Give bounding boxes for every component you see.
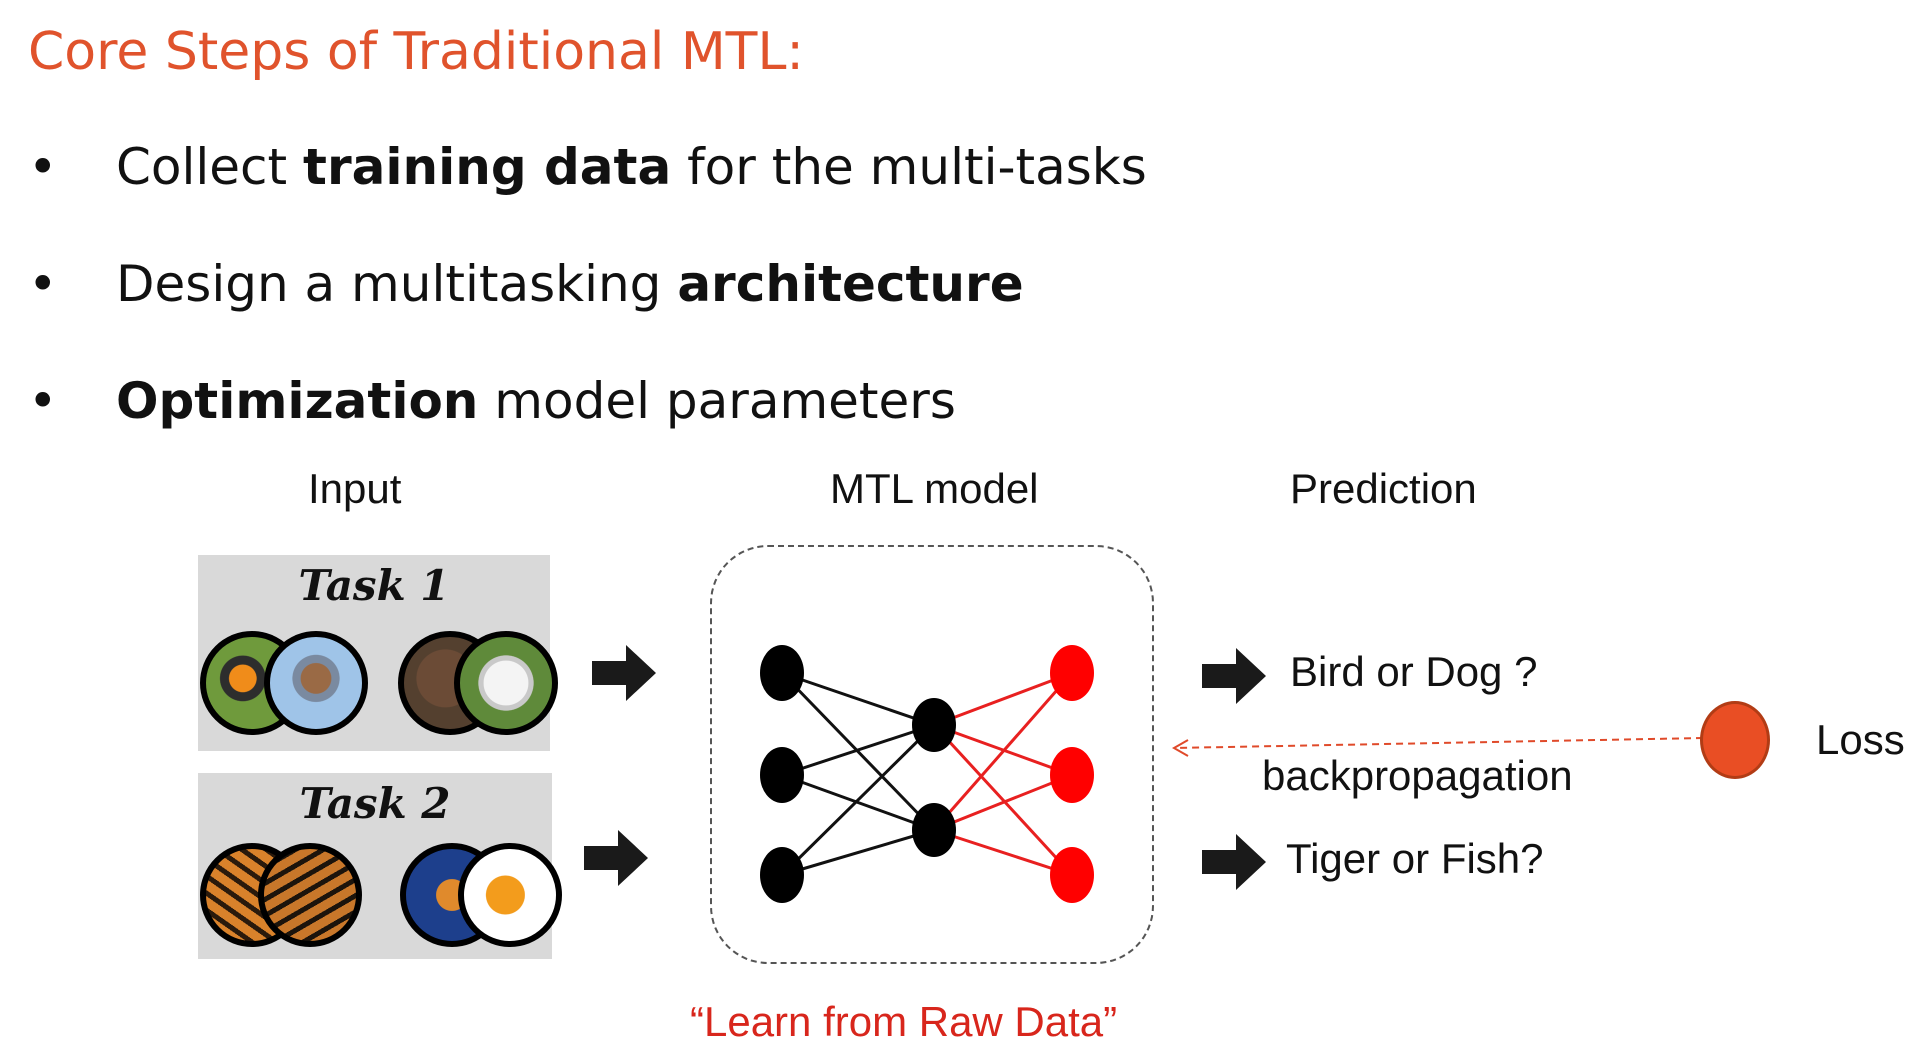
right-arrow-icon xyxy=(1202,834,1266,890)
hidden-edge xyxy=(781,723,935,777)
hidden-node xyxy=(912,803,956,857)
white-dog-icon xyxy=(454,631,558,735)
bullet-text: Optimization model parameters xyxy=(116,372,956,430)
bullet-text: Collect training data for the multi-task… xyxy=(116,138,1147,196)
output-edge xyxy=(933,671,1073,727)
neural-network-diagram xyxy=(760,645,1094,903)
prediction-label: Prediction xyxy=(1290,465,1477,512)
backpropagation-label: backpropagation xyxy=(1262,752,1573,799)
output-edge xyxy=(932,672,1074,831)
slide-title: Core Steps of Traditional MTL: xyxy=(28,22,804,82)
task1-panel: Task 1 xyxy=(198,555,558,751)
hidden-edge xyxy=(780,723,936,877)
right-arrow-icon xyxy=(1202,648,1266,704)
output-node xyxy=(1050,645,1094,701)
bullet-symbol: • xyxy=(28,138,58,196)
prediction-tiger-or-fish: Tiger or Fish? xyxy=(1286,835,1544,882)
bullet-symbol: • xyxy=(28,255,58,313)
output-node xyxy=(1050,847,1094,903)
task2-title: Task 2 xyxy=(299,779,451,828)
right-arrow-icon xyxy=(584,830,648,886)
output-edge xyxy=(933,773,1073,832)
model-label: MTL model xyxy=(830,465,1039,512)
task2-panel: Task 2 xyxy=(198,773,562,959)
loss-dot xyxy=(1700,701,1770,779)
input-node xyxy=(760,847,804,903)
tiger-icon xyxy=(258,843,362,947)
output-edge xyxy=(932,723,1074,877)
bullet-text: Design a multitasking architecture xyxy=(116,255,1024,313)
input-label: Input xyxy=(308,465,402,512)
learn-from-raw-data-caption: “Learn from Raw Data” xyxy=(690,998,1118,1045)
hidden-node xyxy=(912,698,956,752)
prediction-bird-or-dog: Bird or Dog ? xyxy=(1290,648,1538,695)
mtl-model-box xyxy=(710,545,1154,964)
bullet-bold: training data xyxy=(303,138,672,196)
backpropagation-arrow xyxy=(1171,737,1704,757)
task1-title: Task 1 xyxy=(298,561,450,610)
goldfish-icon xyxy=(458,843,562,947)
robin-bird-icon xyxy=(264,631,368,735)
hidden-edge xyxy=(781,671,935,727)
bullet-symbol: • xyxy=(28,372,58,430)
bullet-bold: Optimization xyxy=(116,372,479,430)
right-arrow-icon xyxy=(592,645,656,701)
input-node xyxy=(760,747,804,803)
output-node xyxy=(1050,747,1094,803)
loss-label: Loss xyxy=(1816,716,1905,763)
hidden-edge xyxy=(781,828,935,877)
bullet-bold: architecture xyxy=(677,255,1024,313)
input-node xyxy=(760,645,804,701)
output-edge xyxy=(933,828,1073,877)
hidden-edge xyxy=(781,773,935,832)
